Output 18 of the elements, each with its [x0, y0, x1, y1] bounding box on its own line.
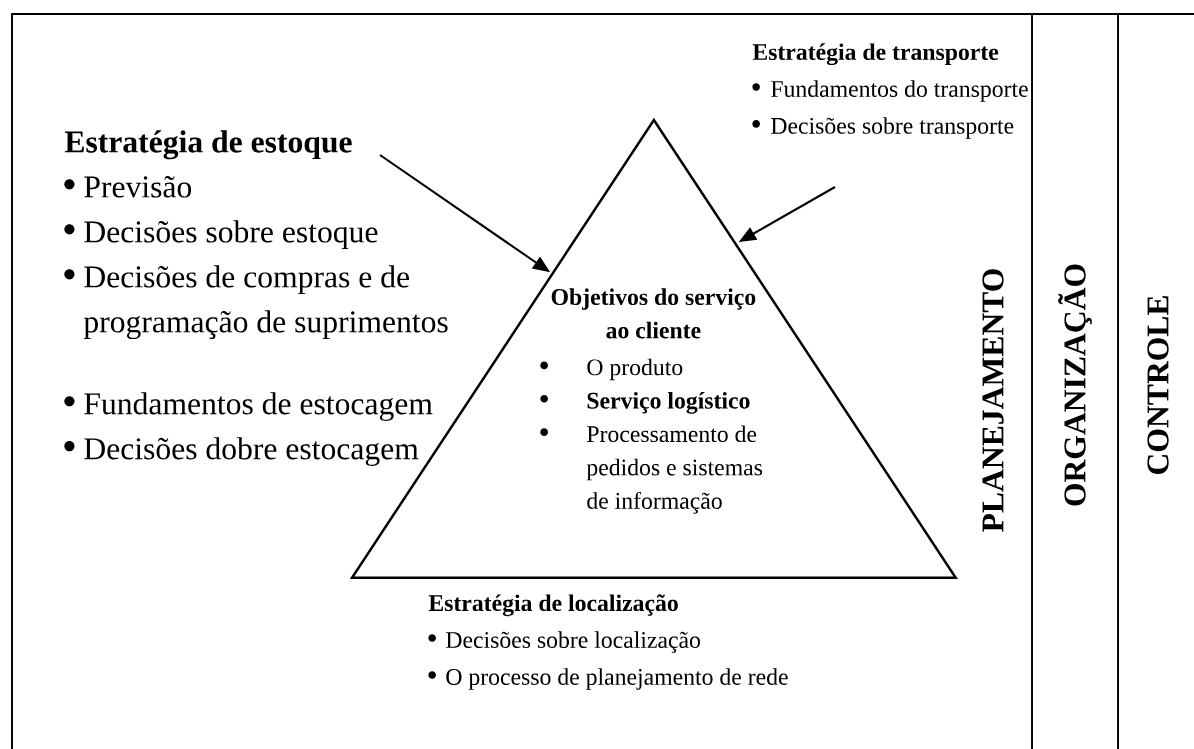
bullet-item: Fundamentos do transporte: [752, 80, 1028, 102]
bullet-item: Decisões sobre localização: [428, 631, 701, 653]
bullet-item: Decisões dobre estocagem: [64, 437, 419, 466]
bullet-item: Decisões sobre transporte: [752, 117, 1014, 139]
bullet-item: Serviço logístico: [540, 392, 750, 414]
column-heading: ORGANIZAÇÃO: [1058, 264, 1092, 506]
bullet-item: Decisões de compras e de programação de suprimentos: [64, 265, 448, 340]
heading: Estratégia de localização: [428, 594, 678, 617]
bullet-item: O processo de planejamento de rede: [428, 668, 788, 690]
bullet-item: Decisões sobre estoque: [64, 220, 378, 250]
heading: Estratégia de transporte: [752, 43, 999, 66]
bullet-item: Previsão: [64, 176, 192, 198]
heading: Objetivos do serviço ao cliente: [551, 288, 756, 339]
bullet-item: O produto: [540, 358, 683, 381]
bullet-item: Fundamentos de estocagem: [64, 392, 433, 421]
column-heading: CONTROLE: [1147, 296, 1169, 474]
heading: Estratégia de estoque: [64, 130, 352, 160]
bullet-item: Processamento de pedidos e sistemas de informação: [540, 425, 763, 514]
